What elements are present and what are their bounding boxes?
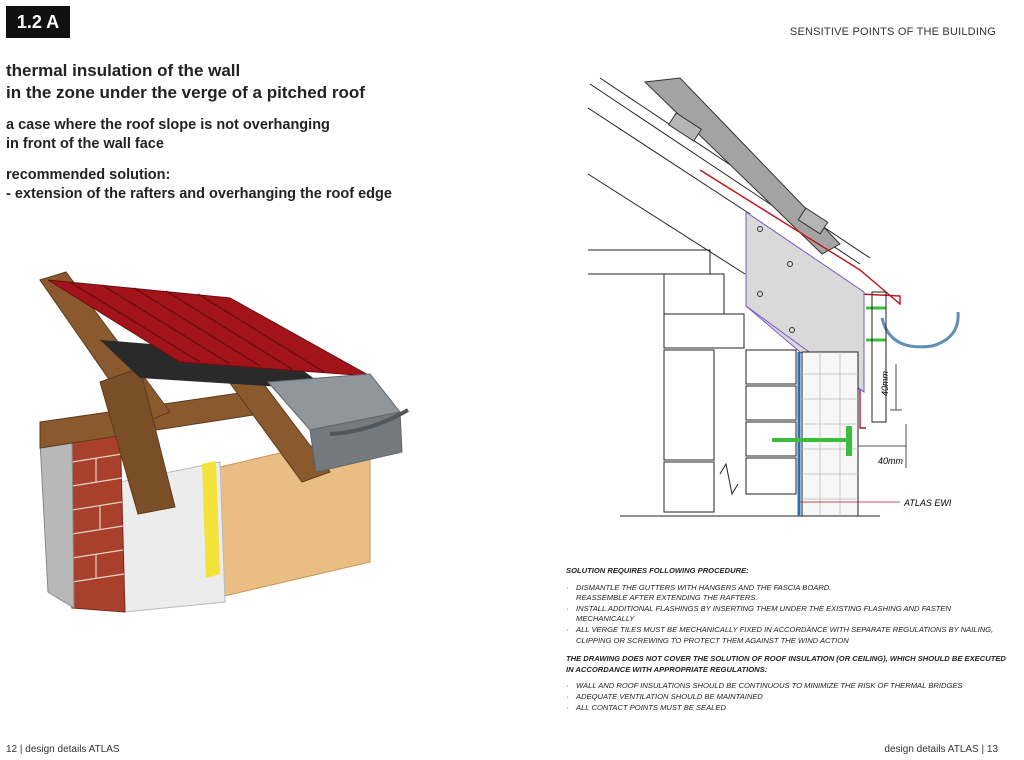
procedure-notes: SOLUTION REQUIRES FOLLOWING PROCEDURE: D… — [566, 566, 1006, 721]
fascia-board — [871, 291, 887, 423]
list-item-line: ADEQUATE VENTILATION SHOULD BE MAINTAINE… — [576, 691, 763, 701]
recommended-solution: recommended solution: - extension of the… — [6, 166, 392, 204]
requirements-list: WALL AND ROOF INSULATIONS SHOULD BE CONT… — [566, 681, 1006, 713]
tile-ridges — [69, 281, 325, 373]
list-item-line: WALL AND ROOF INSULATIONS SHOULD BE CONT… — [576, 681, 963, 691]
list-item-line: DISMANTLE THE GUTTERS WITH HANGERS AND T… — [576, 582, 832, 592]
dimension-lines — [858, 364, 907, 468]
ceiling — [588, 249, 711, 275]
fastener-dot — [757, 226, 763, 232]
wall-edge — [39, 437, 75, 609]
rafter-post — [99, 367, 176, 515]
gutter-section — [880, 311, 960, 349]
membrane-line — [699, 169, 901, 429]
tile-section — [643, 77, 841, 255]
list-item: ALL VERGE TILES MUST BE MECHANICALLY FIX… — [566, 625, 1006, 646]
notes-heading: SOLUTION REQUIRES FOLLOWING PROCEDURE: — [566, 566, 749, 575]
fastener-dot — [757, 291, 763, 297]
anchor-dowel — [772, 426, 852, 456]
honeycomb-pattern — [802, 352, 858, 516]
adhesive-strip — [202, 461, 220, 578]
case-line: a case where the roof slope is not overh… — [6, 117, 330, 133]
list-item-line: REASSEMBLE AFTER EXTENDING THE RAFTERS. — [576, 593, 758, 603]
heading-line: THE DRAWING DOES NOT COVER THE SOLUTION … — [566, 654, 1006, 664]
page-title: thermal insulation of the wall in the zo… — [6, 60, 365, 104]
wall-plate — [663, 273, 725, 315]
title-line: in the zone under the verge of a pitched… — [6, 83, 365, 102]
brick-mortar-lines — [71, 453, 125, 583]
batten — [667, 112, 703, 142]
list-item-line: ALL CONTACT POINTS MUST BE SEALED — [576, 702, 726, 712]
procedure-list: DISMANTLE THE GUTTERS WITH HANGERS AND T… — [566, 583, 1006, 647]
list-item: WALL AND ROOF INSULATIONS SHOULD BE CONT… — [566, 681, 1006, 692]
dim-horizontal-label: 40mm — [878, 456, 904, 466]
fastener-dot — [787, 261, 793, 267]
section-title: SENSITIVE POINTS OF THE BUILDING — [789, 26, 996, 38]
notes-heading-2: THE DRAWING DOES NOT COVER THE SOLUTION … — [566, 654, 1006, 675]
gutter — [329, 408, 410, 436]
case-description: a case where the roof slope is not overh… — [6, 116, 330, 154]
heading-line: IN ACCORDANCE WITH APPROPRIATE REGULATIO… — [566, 664, 768, 674]
list-item-line: CLIPPING OR SCREWING TO PROTECT THEM AGA… — [576, 635, 849, 645]
fastener-dot — [789, 327, 795, 333]
list-item: INSTALL ADDITIONAL FLASHINGS BY INSERTIN… — [566, 604, 1006, 625]
footer-right: design details ATLAS | 13 — [884, 744, 998, 755]
page-badge: 1.2 A — [6, 6, 70, 38]
list-item: ADEQUATE VENTILATION SHOULD BE MAINTAINE… — [566, 692, 1006, 703]
footer-left: 12 | design details ATLAS — [6, 744, 120, 755]
flashing-face — [309, 411, 403, 473]
list-item-line: INSTALL ADDITIONAL FLASHINGS BY INSERTIN… — [576, 603, 951, 624]
roof-verge-3d-illustration — [39, 271, 410, 613]
list-item: ALL CONTACT POINTS MUST BE SEALED — [566, 703, 1006, 714]
case-line: in front of the wall face — [6, 136, 164, 152]
break-line — [719, 462, 739, 496]
solution-line: recommended solution: — [6, 167, 171, 183]
list-item-line: ALL VERGE TILES MUST BE MECHANICALLY FIX… — [576, 624, 994, 634]
dim-vertical-label: 40mm — [880, 370, 890, 396]
verge-section-drawing: 40mm 40mm ATLAS EWI — [587, 77, 960, 517]
list-item: DISMANTLE THE GUTTERS WITH HANGERS AND T… — [566, 583, 1006, 604]
title-line: thermal insulation of the wall — [6, 61, 241, 80]
solution-line: - extension of the rafters and overhangi… — [6, 186, 392, 202]
batten — [797, 207, 829, 235]
ewi-label: ATLAS EWI — [903, 498, 952, 508]
